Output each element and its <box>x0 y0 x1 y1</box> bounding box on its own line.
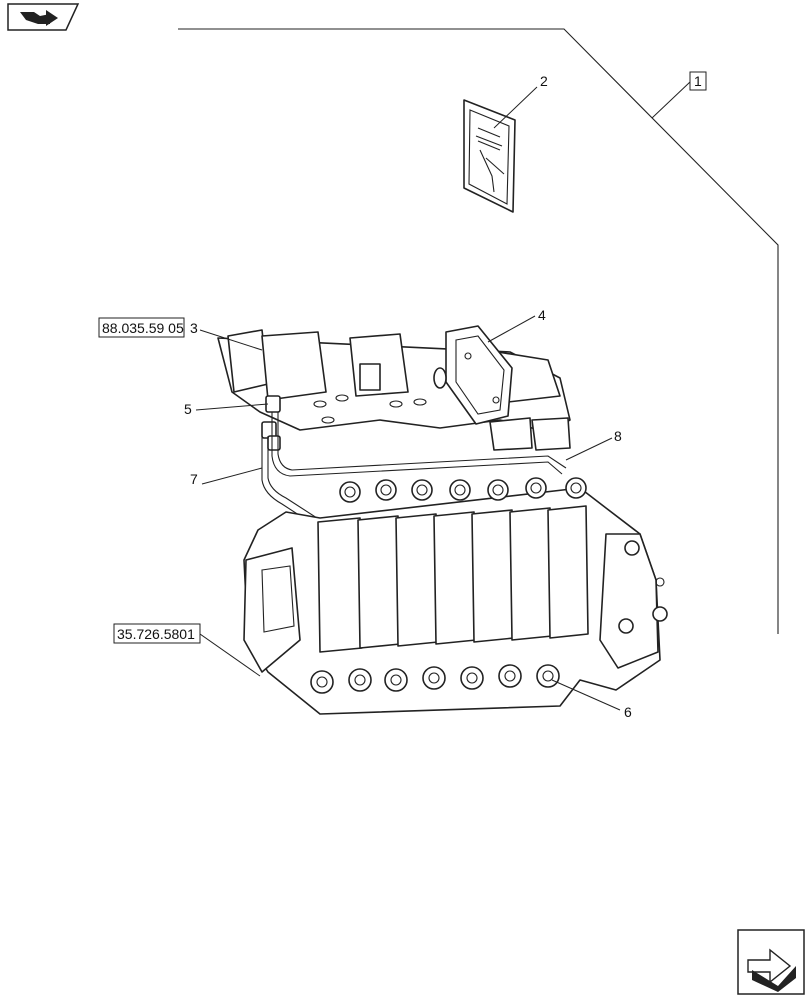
leader-8 <box>565 437 613 461</box>
callout-8: 8 <box>614 428 622 444</box>
cover-plate <box>433 325 513 425</box>
leader-3 <box>199 329 263 351</box>
leader-5 <box>195 403 269 411</box>
reference-box-1[interactable] <box>98 317 185 338</box>
leader-4 <box>487 315 536 343</box>
leader-6 <box>551 679 621 711</box>
callout-1-box <box>689 71 707 91</box>
reference-1[interactable]: 88.035.59 05 <box>102 320 184 336</box>
reference-2[interactable]: 35.726.5801 <box>117 626 195 642</box>
callout-3: 3 <box>190 320 198 336</box>
callout-5: 5 <box>184 401 192 417</box>
reference-box-2[interactable] <box>113 623 201 644</box>
next-page-arrow-icon[interactable] <box>737 929 805 995</box>
tube-upper <box>271 412 567 477</box>
tube-lower <box>261 436 547 673</box>
book-arrow-icon[interactable] <box>7 3 80 31</box>
leader-7 <box>201 467 263 485</box>
control-valve <box>243 477 668 715</box>
callout-6: 6 <box>624 704 632 720</box>
leader-2 <box>493 86 538 129</box>
kit-bracket-line <box>178 28 779 634</box>
leader-1 <box>651 81 691 119</box>
callout-4: 4 <box>538 307 546 323</box>
instruction-sheet <box>463 99 516 213</box>
fittings <box>261 395 281 451</box>
callout-1: 1 <box>694 73 702 89</box>
callout-2: 2 <box>540 73 548 89</box>
callout-7: 7 <box>190 471 198 487</box>
leader-ref-2 <box>199 633 261 677</box>
